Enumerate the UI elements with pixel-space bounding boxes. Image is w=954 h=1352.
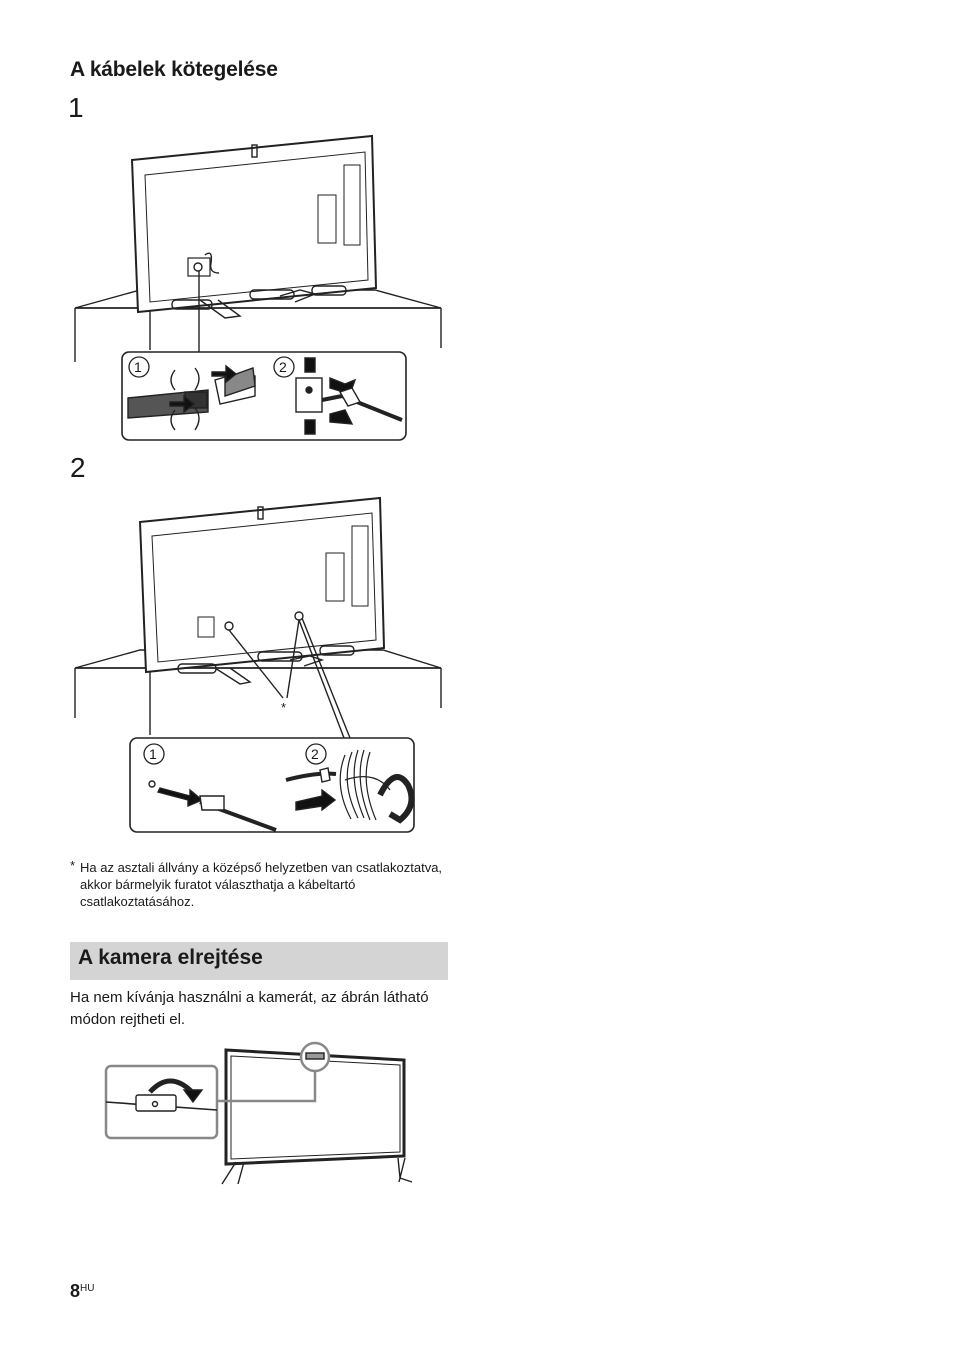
- callout-number-1: 1: [134, 359, 142, 375]
- section-title-hide-camera: A kamera elrejtése: [78, 946, 263, 969]
- page-number-value: 8: [70, 1281, 81, 1301]
- section-header-bar: A kamera elrejtése: [70, 942, 448, 980]
- footnote-text: Ha az asztali állvány a középső helyzetb…: [80, 860, 443, 909]
- callout-number-2-step2: 2: [311, 746, 319, 762]
- section-title-cable-bundling: A kábelek kötegelése: [70, 58, 278, 81]
- tv-back-illustration-step2: [74, 496, 442, 833]
- step-number-1: 1: [68, 92, 84, 123]
- footnote-marker: *: [70, 858, 76, 873]
- tv-front-camera-illustration: [104, 1041, 413, 1185]
- body-paragraph: Ha nem kívánja használni a kamerát, az á…: [70, 989, 429, 1028]
- footnote: * Ha az asztali állvány a középső helyze…: [70, 858, 450, 910]
- tv-back-illustration-step1: [74, 134, 442, 441]
- page-number: 8HU: [70, 1281, 94, 1302]
- asterisk-label: *: [281, 700, 287, 715]
- callout-number-1-step2: 1: [149, 746, 157, 762]
- page-language-code: HU: [80, 1283, 95, 1294]
- callout-number-2: 2: [279, 359, 287, 375]
- step-number-2: 2: [70, 452, 86, 483]
